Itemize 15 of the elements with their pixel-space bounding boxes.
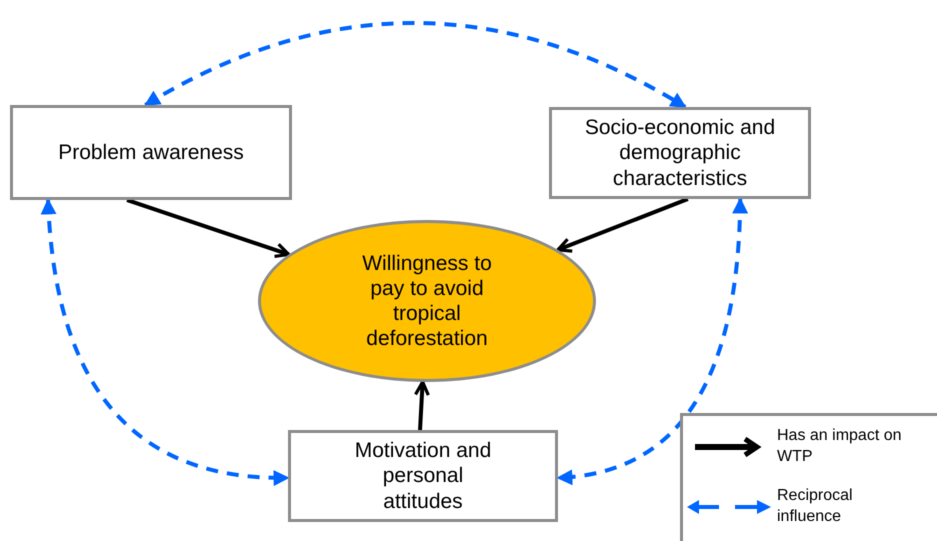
node-text: Willingness to pay to avoid tropical deforestation [361, 250, 493, 352]
node-text: Motivation and personal attitudes [354, 438, 492, 514]
arrow [414, 380, 430, 430]
dashed-arrow [144, 21, 687, 109]
process-box [288, 430, 558, 522]
dashed-arrow [41, 198, 290, 486]
process-box [549, 107, 811, 199]
dashed-arrow [556, 197, 748, 484]
legend-text: Has an impact on WTP [777, 426, 903, 467]
legend-text: Reciprocal influence [777, 486, 854, 527]
arrow [126, 198, 290, 258]
node-text: Problem awareness [58, 140, 244, 166]
process-box [10, 105, 292, 200]
arrow [556, 197, 689, 253]
node-text: Socio-economic and demographic characteristics [584, 115, 776, 191]
